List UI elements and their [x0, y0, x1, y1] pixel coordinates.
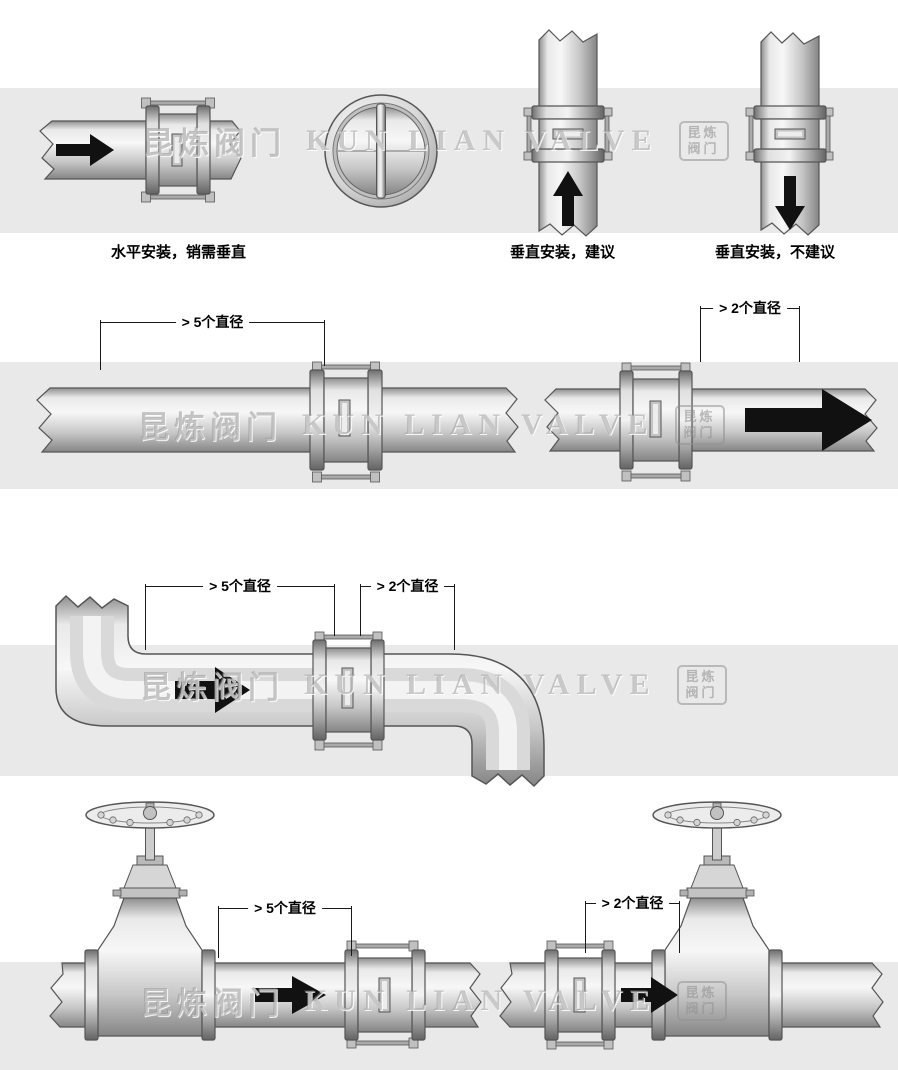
- pipe-left: [36, 387, 313, 453]
- hinge-pin: [376, 103, 386, 199]
- extension-line: [585, 901, 586, 953]
- extension-line: [360, 584, 361, 636]
- bonnet-flange: [119, 887, 181, 899]
- dimension-label: > 5个直径: [203, 577, 277, 595]
- extension-line: [100, 320, 101, 370]
- pipe-left: [544, 388, 623, 452]
- flow-arrow-right: [621, 977, 678, 1013]
- valve-flange-right: [768, 949, 783, 1041]
- valve-body: [97, 897, 203, 1037]
- extension-line: [145, 584, 146, 650]
- globe-valve-downstream-illustration: [499, 801, 884, 1050]
- pipe-top: [760, 31, 820, 111]
- handwheel-hub: [710, 806, 724, 820]
- stem: [145, 827, 155, 861]
- extension-line: [700, 306, 701, 362]
- caption-horizontal-install: 水平安装，销需垂直: [110, 244, 246, 261]
- globe-valve: [651, 801, 783, 1041]
- pipe-stub: [207, 120, 242, 180]
- pipe-highlight: [83, 616, 517, 770]
- dimension-label: > 2个直径: [595, 894, 670, 912]
- caption-vertical-recommended: 垂直安装，建议: [509, 244, 615, 261]
- globe-valve: [84, 801, 216, 1041]
- wafer-check-valve: [523, 105, 613, 163]
- wafer-check-valve: [745, 105, 834, 163]
- flow-arrow-right-large: [745, 389, 872, 451]
- pipe-top: [538, 29, 598, 109]
- extension-line: [218, 906, 219, 958]
- caption-vertical-not-recommended: 垂直安装，不建议: [714, 244, 835, 261]
- bonnet-flange: [686, 887, 748, 899]
- vertical-check-valve-down-illustration: [745, 31, 834, 236]
- horizontal-check-valve-illustration: [39, 97, 242, 203]
- pipe-right: [379, 387, 519, 453]
- flow-arrow-right: [255, 976, 326, 1014]
- vertical-check-valve-up-illustration: [523, 29, 613, 237]
- flow-arrow-right: [56, 134, 114, 166]
- wafer-check-valve: [141, 97, 215, 203]
- extension-line: [679, 901, 680, 953]
- wafer-check-valve: [619, 362, 693, 482]
- flow-arrow-right: [175, 667, 250, 713]
- dimension-label: > 2个直径: [713, 299, 787, 317]
- wafer-check-valve: [312, 631, 385, 751]
- upstream-straight-run-illustration: [36, 361, 519, 483]
- valve-flange-right: [201, 949, 216, 1041]
- bonnet: [690, 864, 744, 889]
- extension-line: [799, 306, 800, 362]
- stem: [712, 827, 722, 861]
- check-valve-front-view-illustration: [324, 94, 438, 208]
- valve-body: [664, 897, 770, 1037]
- wafer-check-valve: [309, 361, 383, 483]
- dimension-label: > 2个直径: [370, 577, 445, 595]
- handwheel-hub: [143, 806, 157, 820]
- extension-line: [351, 906, 352, 956]
- wafer-check-valve: [344, 940, 426, 1049]
- flow-arrow-up: [553, 171, 583, 226]
- flow-arrow-down: [775, 176, 805, 230]
- elbow-run-illustration: [55, 594, 545, 788]
- extension-line: [334, 584, 335, 636]
- extension-line: [454, 584, 455, 650]
- downstream-straight-run-illustration: [544, 362, 878, 482]
- globe-valve-upstream-illustration: [49, 801, 482, 1049]
- dimension-label: > 5个直径: [248, 899, 322, 917]
- bonnet: [123, 864, 177, 889]
- dimension-label: > 5个直径: [175, 313, 250, 331]
- extension-line: [324, 320, 325, 366]
- wafer-check-valve: [544, 940, 616, 1050]
- valve-flange-left: [84, 949, 99, 1041]
